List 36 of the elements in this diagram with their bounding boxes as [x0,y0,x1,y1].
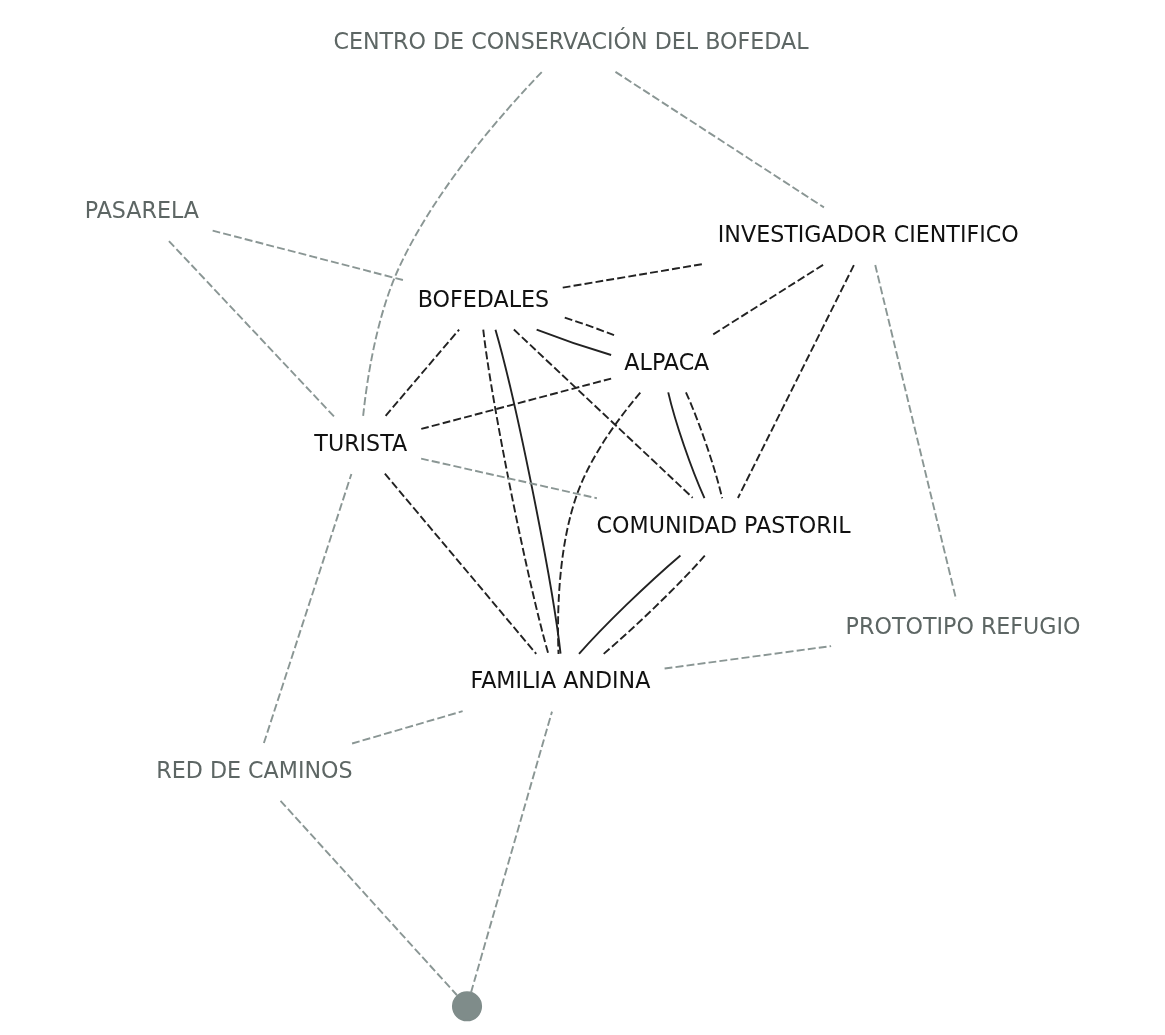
node-circle [451,991,482,1022]
connector [481,328,549,655]
node-text: INVESTIGADOR CIENTIFICO [717,221,1019,248]
connector [494,328,561,655]
connector [577,554,681,655]
connector [512,328,694,499]
connector [602,554,706,655]
connector [350,710,464,745]
node-text: ALPACA [623,348,709,375]
connector [383,472,537,655]
connector [535,328,612,356]
connector [419,377,612,430]
connector [711,263,824,336]
node-text: FAMILIA ANDINA [469,667,650,694]
node-text: COMUNIDAD PASTORIL [596,511,851,538]
connector [167,240,335,418]
node-text: RED DE CAMINOS [155,756,353,783]
connector [556,391,641,655]
connector [614,70,825,209]
connector [469,710,553,994]
connector [211,229,405,282]
connector [684,391,723,500]
connector [262,473,352,744]
connector [419,457,598,500]
node-text: PASARELA [84,197,199,224]
connector [561,263,704,289]
node-text: TURISTA [313,429,407,456]
connector [736,264,855,499]
node-text: CENTRO DE CONSERVACIÓN DEL BOFEDAL [332,27,809,54]
connector [666,391,705,500]
connector [384,328,460,417]
connector [361,71,543,418]
node-text: PROTOTIPO REFUGIO [845,613,1081,640]
node-text: BOFEDALES [417,285,549,312]
connector [663,645,832,670]
connector [279,799,458,997]
